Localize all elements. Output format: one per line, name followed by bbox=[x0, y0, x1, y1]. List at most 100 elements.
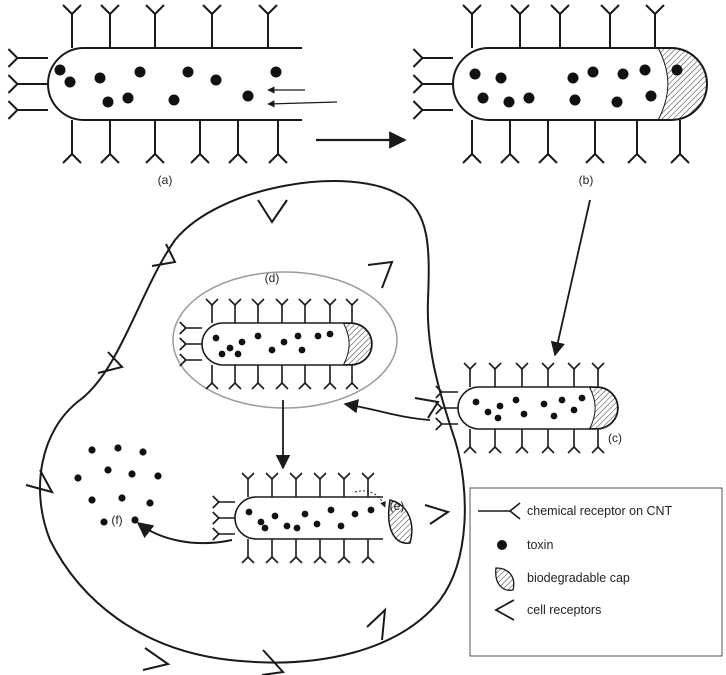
free-toxin-dot bbox=[104, 466, 112, 474]
label-a: (a) bbox=[158, 173, 173, 187]
cell-receptor-spike bbox=[142, 647, 171, 671]
toxin-dot bbox=[520, 410, 528, 418]
toxin-dot bbox=[298, 346, 306, 354]
toxin-dot bbox=[495, 72, 507, 84]
toxin-dot bbox=[477, 92, 489, 104]
toxin-dot bbox=[617, 68, 629, 80]
toxin-dot bbox=[611, 96, 623, 108]
label-b: (b) bbox=[579, 173, 594, 187]
toxin-dot bbox=[271, 512, 279, 520]
arrow-cap-release bbox=[354, 490, 386, 508]
toxin-dot bbox=[645, 90, 657, 102]
legend-label-receptor: chemical receptor on CNT bbox=[527, 504, 673, 518]
toxin-dot bbox=[54, 64, 66, 76]
toxin-dot bbox=[218, 350, 226, 358]
toxin-dot bbox=[503, 96, 515, 108]
free-toxin-dot bbox=[88, 496, 96, 504]
toxin-dot bbox=[313, 520, 321, 528]
free-toxin-dot bbox=[114, 444, 122, 452]
toxin-dot bbox=[64, 76, 76, 88]
hatched-cap-icon bbox=[495, 567, 515, 591]
free-toxin-dot bbox=[131, 516, 139, 524]
endosome-vesicle bbox=[172, 271, 398, 409]
toxin-dot bbox=[558, 396, 566, 404]
legend-label-cell-receptor: cell receptors bbox=[527, 603, 601, 617]
legend-frame bbox=[469, 487, 723, 657]
toxin-dot bbox=[570, 406, 578, 414]
arrow-toxin-in-2 bbox=[267, 100, 338, 108]
biodegradable-cap bbox=[657, 48, 707, 120]
arrow-e-to-f bbox=[136, 522, 233, 545]
label-e: (e) bbox=[390, 499, 405, 513]
arrow-b-to-c bbox=[550, 199, 591, 357]
cell-receptor-spike bbox=[424, 504, 451, 525]
toxin-dot bbox=[671, 64, 683, 76]
toxin-dot bbox=[242, 90, 254, 102]
nanotube-group bbox=[7, 4, 708, 564]
toxin-dot bbox=[238, 338, 246, 346]
toxin-dot bbox=[245, 508, 253, 516]
legend: chemical receptor on CNT toxin biodegrad… bbox=[469, 487, 723, 657]
cell-receptor-spike bbox=[151, 243, 177, 267]
toxin-dot bbox=[569, 94, 581, 106]
toxin-dot bbox=[280, 338, 288, 346]
toxin-dot bbox=[210, 74, 222, 86]
toxin-cluster bbox=[472, 394, 586, 422]
nanotube-wall bbox=[47, 47, 302, 121]
toxin-dot bbox=[270, 66, 282, 78]
cell-receptor-group bbox=[25, 199, 451, 675]
filled-dot-icon bbox=[497, 540, 507, 550]
free-toxin-dot bbox=[128, 470, 136, 478]
toxin-dot bbox=[182, 66, 194, 78]
toxin-dot bbox=[293, 524, 301, 532]
toxin-dot bbox=[283, 522, 291, 530]
cell-receptor-spike bbox=[257, 199, 288, 224]
toxin-dot bbox=[639, 64, 651, 76]
toxin-dot bbox=[337, 522, 345, 530]
toxin-dot bbox=[469, 68, 481, 80]
nanotube-wall bbox=[234, 496, 383, 540]
released-toxins bbox=[74, 444, 162, 526]
free-toxin-dot bbox=[88, 446, 96, 454]
toxin-dot bbox=[257, 518, 265, 526]
toxin-dot bbox=[94, 72, 106, 84]
toxin-dot bbox=[578, 394, 586, 402]
free-toxin-dot bbox=[74, 474, 82, 482]
nanotube-e bbox=[212, 472, 383, 564]
toxin-dot bbox=[523, 92, 535, 104]
cell-membrane bbox=[39, 180, 466, 664]
toxin-cluster bbox=[469, 64, 683, 108]
toxin-dot bbox=[102, 96, 114, 108]
free-toxin-dot bbox=[154, 472, 162, 480]
toxin-dot bbox=[327, 506, 335, 514]
released-cap bbox=[388, 499, 413, 544]
toxin-dot bbox=[134, 66, 146, 78]
toxin-cluster bbox=[245, 506, 375, 532]
toxin-dot bbox=[484, 408, 492, 416]
cell-receptor-spike bbox=[367, 260, 394, 289]
cell-receptor-spike bbox=[261, 649, 286, 675]
free-toxin-dot bbox=[139, 448, 147, 456]
cell-receptor-spike bbox=[366, 607, 387, 641]
toxin-dot bbox=[567, 72, 579, 84]
toxin-dot bbox=[540, 400, 548, 408]
toxin-cluster bbox=[54, 64, 282, 108]
label-c: (c) bbox=[608, 431, 622, 445]
y-receptor-icon bbox=[478, 502, 521, 520]
cell-receptor-spike bbox=[97, 351, 124, 374]
toxin-dot bbox=[587, 66, 599, 78]
toxin-dot bbox=[254, 332, 262, 340]
nanotube-c bbox=[435, 362, 619, 454]
toxin-dot bbox=[301, 510, 309, 518]
toxin-dot bbox=[512, 396, 520, 404]
label-d: (d) bbox=[265, 271, 280, 285]
toxin-dot bbox=[294, 332, 302, 340]
free-toxin-dot bbox=[100, 518, 108, 526]
nanotube-d bbox=[179, 298, 373, 390]
toxin-cluster bbox=[212, 330, 334, 358]
legend-label-cap: biodegradable cap bbox=[527, 571, 630, 585]
free-toxin-dot bbox=[118, 494, 126, 502]
free-toxin-dot bbox=[146, 499, 154, 507]
